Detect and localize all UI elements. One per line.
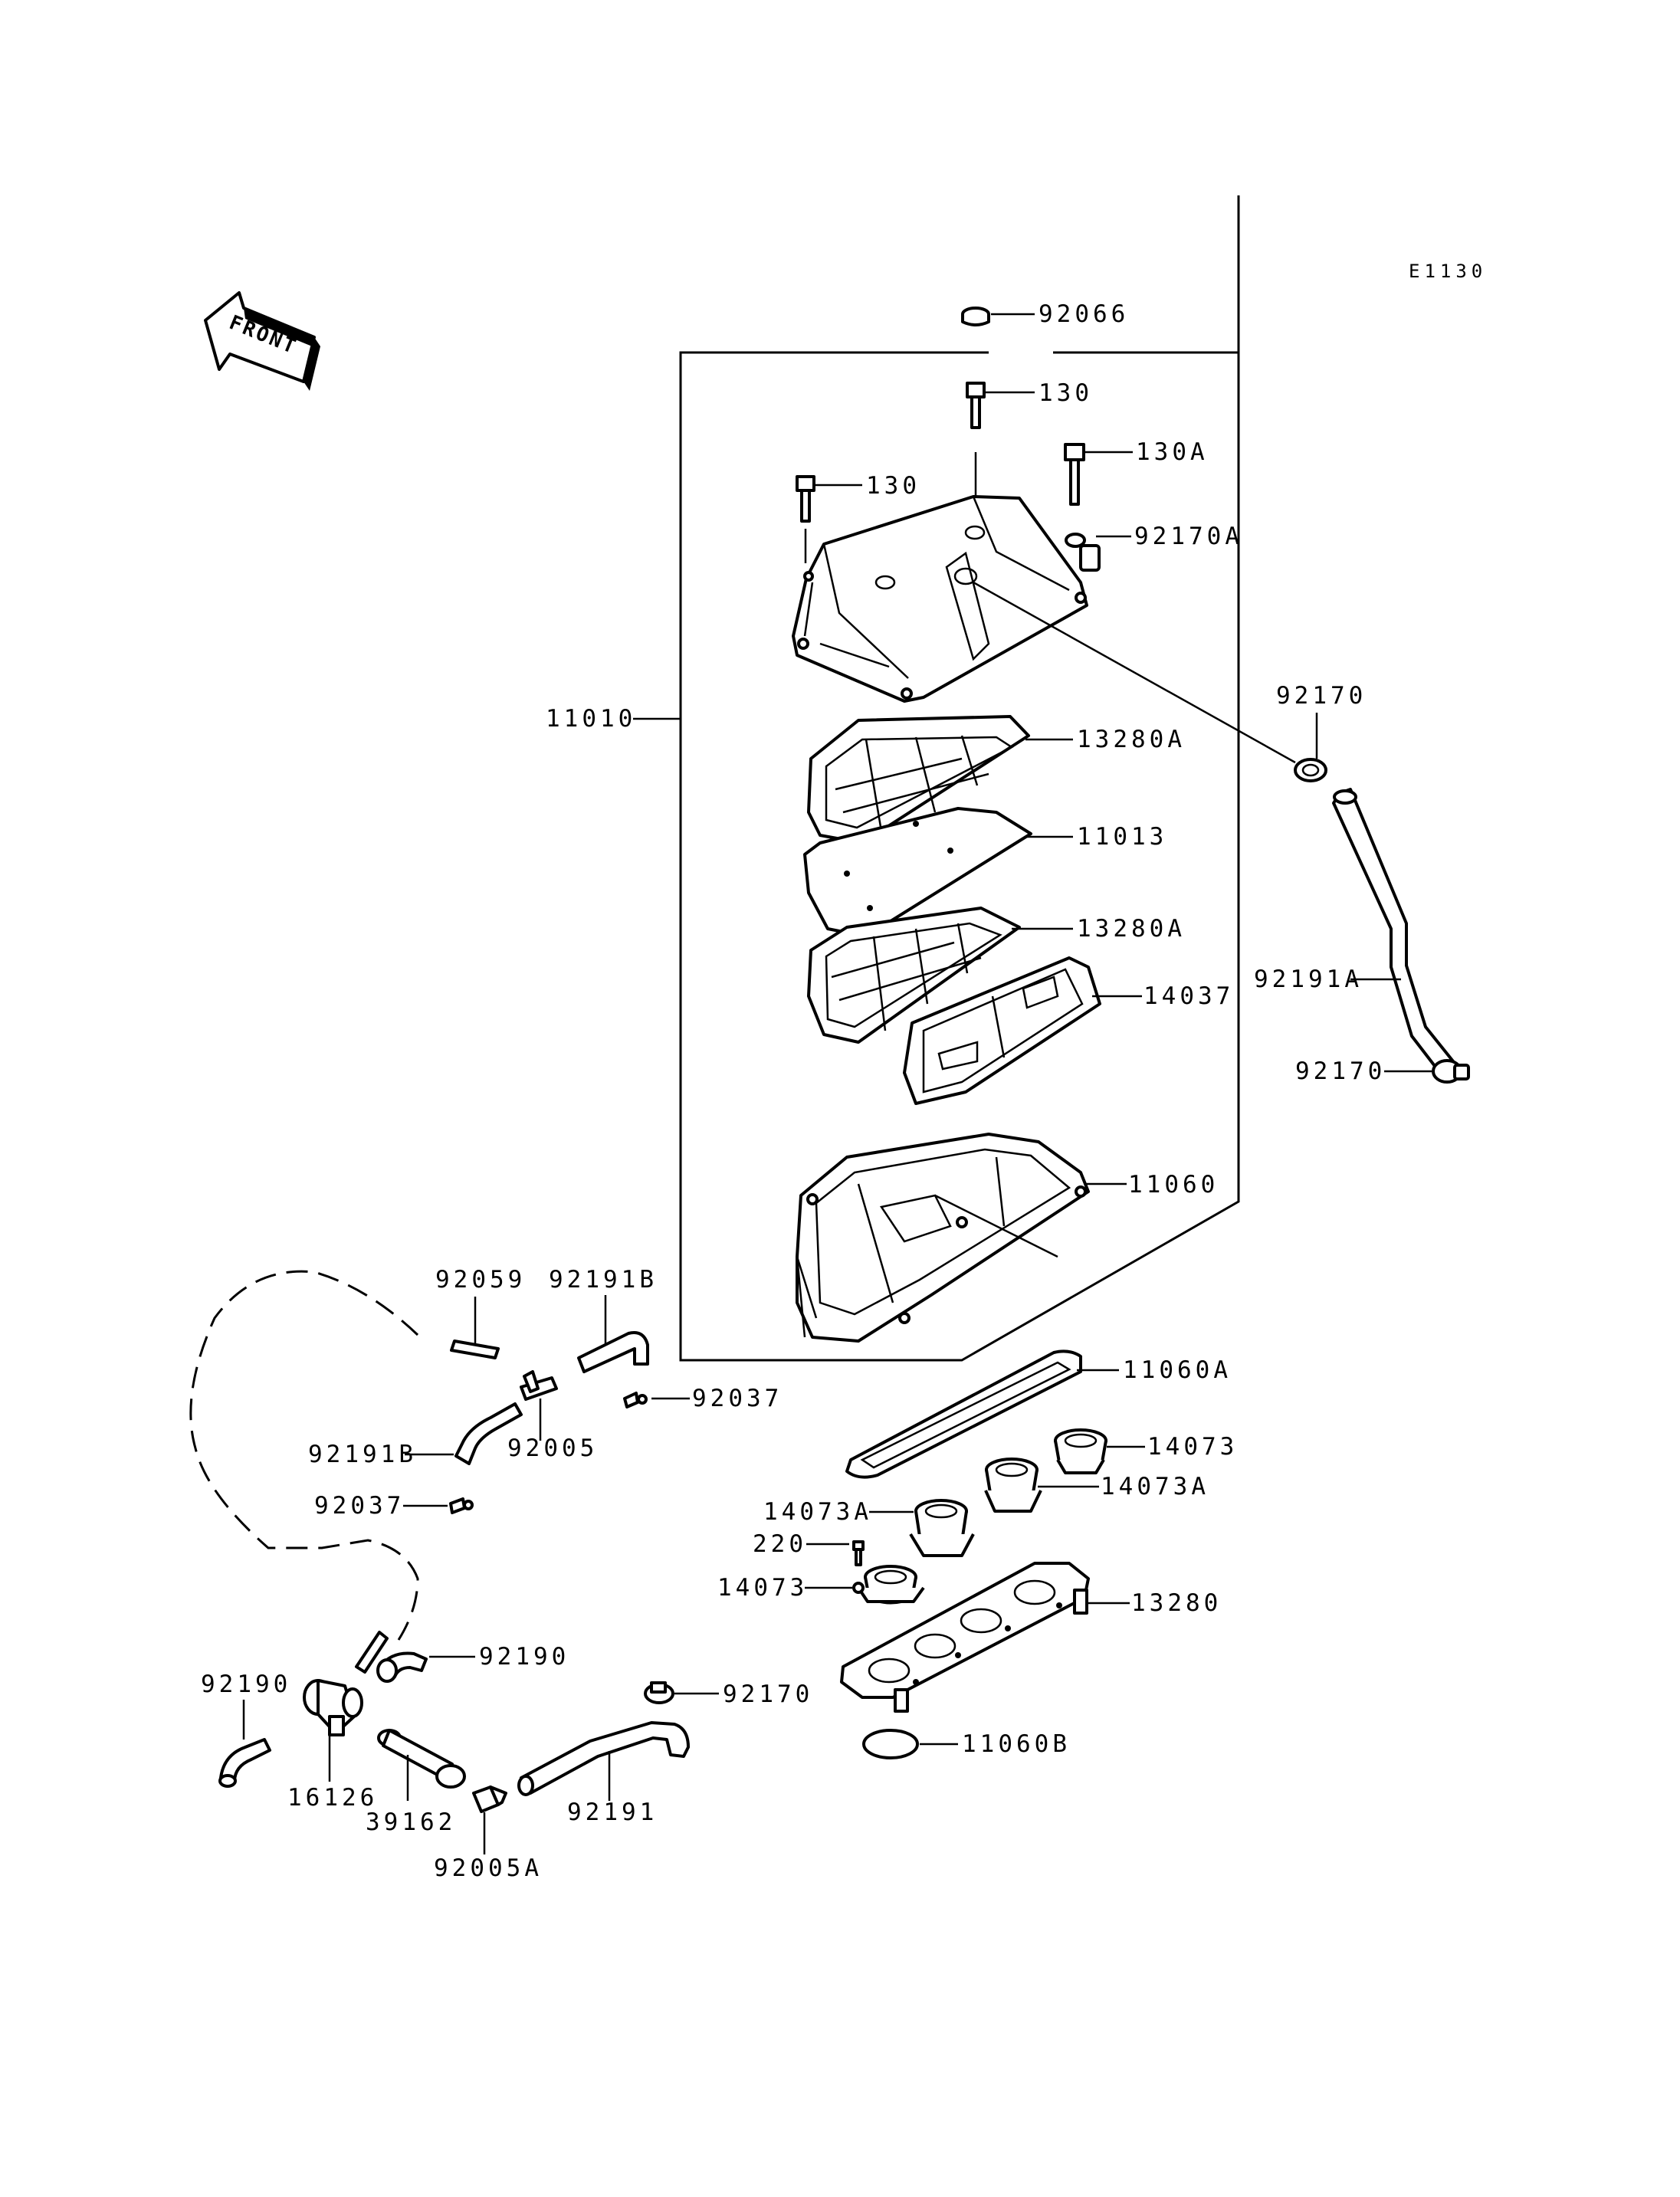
holder-14073-upper [1054,1428,1107,1474]
fitting-92005 [520,1370,558,1401]
cap-92066 [961,307,990,326]
label-130-top: 130 [1039,379,1093,407]
gasket-11060A [845,1349,1082,1479]
oring-11060B [862,1729,919,1759]
air-cleaner-cover [792,495,1088,703]
tube-92059 [450,1340,500,1359]
label-11013: 11013 [1077,823,1167,851]
assembly-frame [679,195,1240,1362]
label-92191A: 92191A [1254,966,1363,993]
hose-92191B-top [577,1331,649,1373]
label-16126: 16126 [287,1784,378,1812]
clamp-92170-right [1432,1059,1470,1084]
clamp-92170A [1065,533,1101,572]
label-92170-lower: 92170 [723,1681,813,1708]
clamp-92170-upper [1294,758,1327,782]
hose-92191 [517,1721,690,1796]
hose-92190-left [218,1738,271,1788]
label-14037: 14037 [1144,982,1234,1010]
label-14073A-left: 14073A [763,1498,872,1526]
clamp-92170-lower [644,1681,674,1704]
plate-13280 [840,1562,1090,1713]
hose-92190-mid [376,1651,428,1683]
tube-16126-link [355,1631,389,1674]
label-92066: 92066 [1039,300,1129,328]
fitting-92005A [472,1785,507,1813]
label-14073A-right: 14073A [1101,1473,1209,1500]
label-92190-left: 92190 [201,1671,291,1698]
label-13280: 13280 [1131,1589,1222,1617]
hose-92191A [1332,788,1458,1080]
label-11010: 11010 [546,705,636,733]
frame-14037 [903,956,1101,1105]
label-11060: 11060 [1128,1171,1219,1199]
label-14073-lower: 14073 [717,1574,808,1602]
label-220: 220 [753,1530,807,1558]
bolt-130A [1064,443,1085,506]
valve-16126 [303,1679,363,1736]
bolt-130-left [796,475,815,523]
label-92191: 92191 [567,1799,658,1826]
bolt-130-top [966,382,986,429]
holder-14073A-right [984,1458,1042,1513]
holder-14073A-left [909,1499,975,1557]
hose-92191B-left [454,1402,523,1465]
label-92037-right: 92037 [692,1385,783,1412]
label-13280A-upper: 13280A [1077,726,1186,753]
lower-housing-11060 [796,1133,1090,1343]
label-11060B: 11060B [962,1730,1071,1758]
label-92190-mid: 92190 [479,1643,569,1671]
label-92191B-left: 92191B [308,1441,417,1468]
label-92191B-top: 92191B [549,1266,658,1294]
label-13280A-lower: 13280A [1077,915,1186,943]
grid-13280A-lower [807,907,1021,1044]
filter-element-11013 [803,807,1032,938]
pipe-39162 [377,1729,466,1789]
grid-13280A-upper [807,715,1030,844]
label-130-left: 130 [866,472,920,500]
label-92059: 92059 [435,1266,526,1294]
label-92170-right: 92170 [1295,1058,1386,1085]
label-11060A: 11060A [1123,1356,1232,1384]
label-92005A: 92005A [434,1854,543,1882]
screw-220 [852,1540,865,1566]
clamp-92037-left [449,1497,474,1514]
label-92170A: 92170A [1134,523,1243,550]
holder-14073-lower [852,1565,925,1605]
clamp-92037-right [623,1392,648,1408]
diagram-code: E1130 [1409,261,1487,282]
tube-92059-route [189,1270,419,1641]
front-arrow-icon: FRONT [204,291,320,391]
label-92037-left: 92037 [314,1492,405,1520]
label-92170-upper: 92170 [1276,682,1367,710]
label-130A: 130A [1136,438,1209,466]
label-14073-upper: 14073 [1147,1433,1238,1461]
label-92005: 92005 [507,1435,598,1462]
label-39162: 39162 [366,1808,456,1836]
